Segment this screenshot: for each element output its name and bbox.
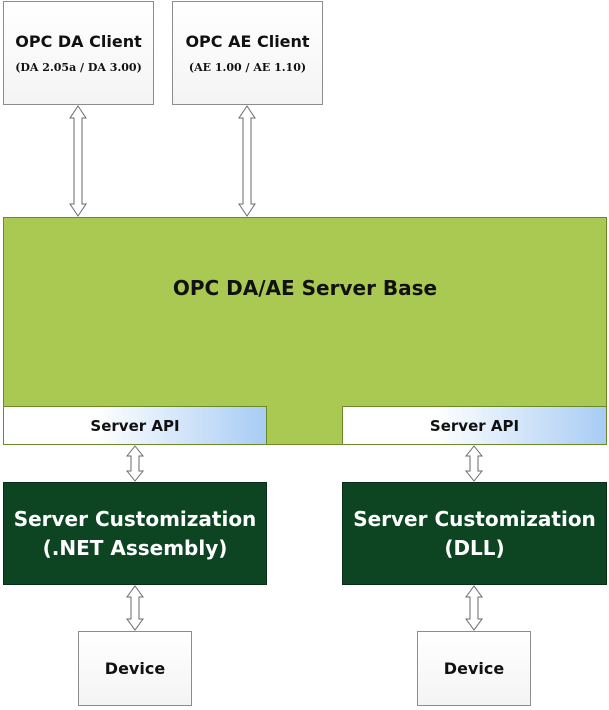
- arrow-ae-client-to-base: [238, 105, 256, 217]
- arrow-customization-left-to-device: [126, 585, 144, 631]
- opc-da-client-version: (DA 2.05a / DA 3.00): [15, 61, 142, 74]
- opc-da-client-box: OPC DA Client (DA 2.05a / DA 3.00): [3, 1, 154, 105]
- arrow-da-client-to-base: [69, 105, 87, 217]
- server-customization-dll-box: Server Customization (DLL): [342, 482, 607, 585]
- arrow-api-left-to-customization: [125, 445, 145, 482]
- device-right-label: Device: [443, 659, 505, 678]
- arrow-api-right-to-customization: [464, 445, 484, 482]
- opc-da-client-title: OPC DA Client: [15, 32, 142, 51]
- server-api-left: Server API: [3, 406, 267, 445]
- server-customization-net-box: Server Customization (.NET Assembly): [3, 482, 267, 585]
- opc-ae-client-version: (AE 1.00 / AE 1.10): [188, 61, 307, 74]
- customization-dll-line1: Server Customization: [353, 506, 596, 531]
- customization-net-line2: (.NET Assembly): [42, 535, 228, 560]
- server-api-right-label: Server API: [429, 416, 520, 435]
- device-left-box: Device: [78, 631, 192, 706]
- server-base-title: OPC DA/AE Server Base: [172, 276, 438, 300]
- customization-dll-line2: (DLL): [444, 535, 505, 560]
- opc-ae-client-box: OPC AE Client (AE 1.00 / AE 1.10): [172, 1, 323, 105]
- arrow-customization-right-to-device: [465, 585, 483, 631]
- server-api-right: Server API: [342, 406, 607, 445]
- customization-net-line1: Server Customization: [13, 506, 257, 531]
- server-api-left-label: Server API: [90, 416, 180, 435]
- opc-ae-client-title: OPC AE Client: [185, 32, 310, 51]
- device-right-box: Device: [417, 631, 531, 706]
- device-left-label: Device: [104, 659, 166, 678]
